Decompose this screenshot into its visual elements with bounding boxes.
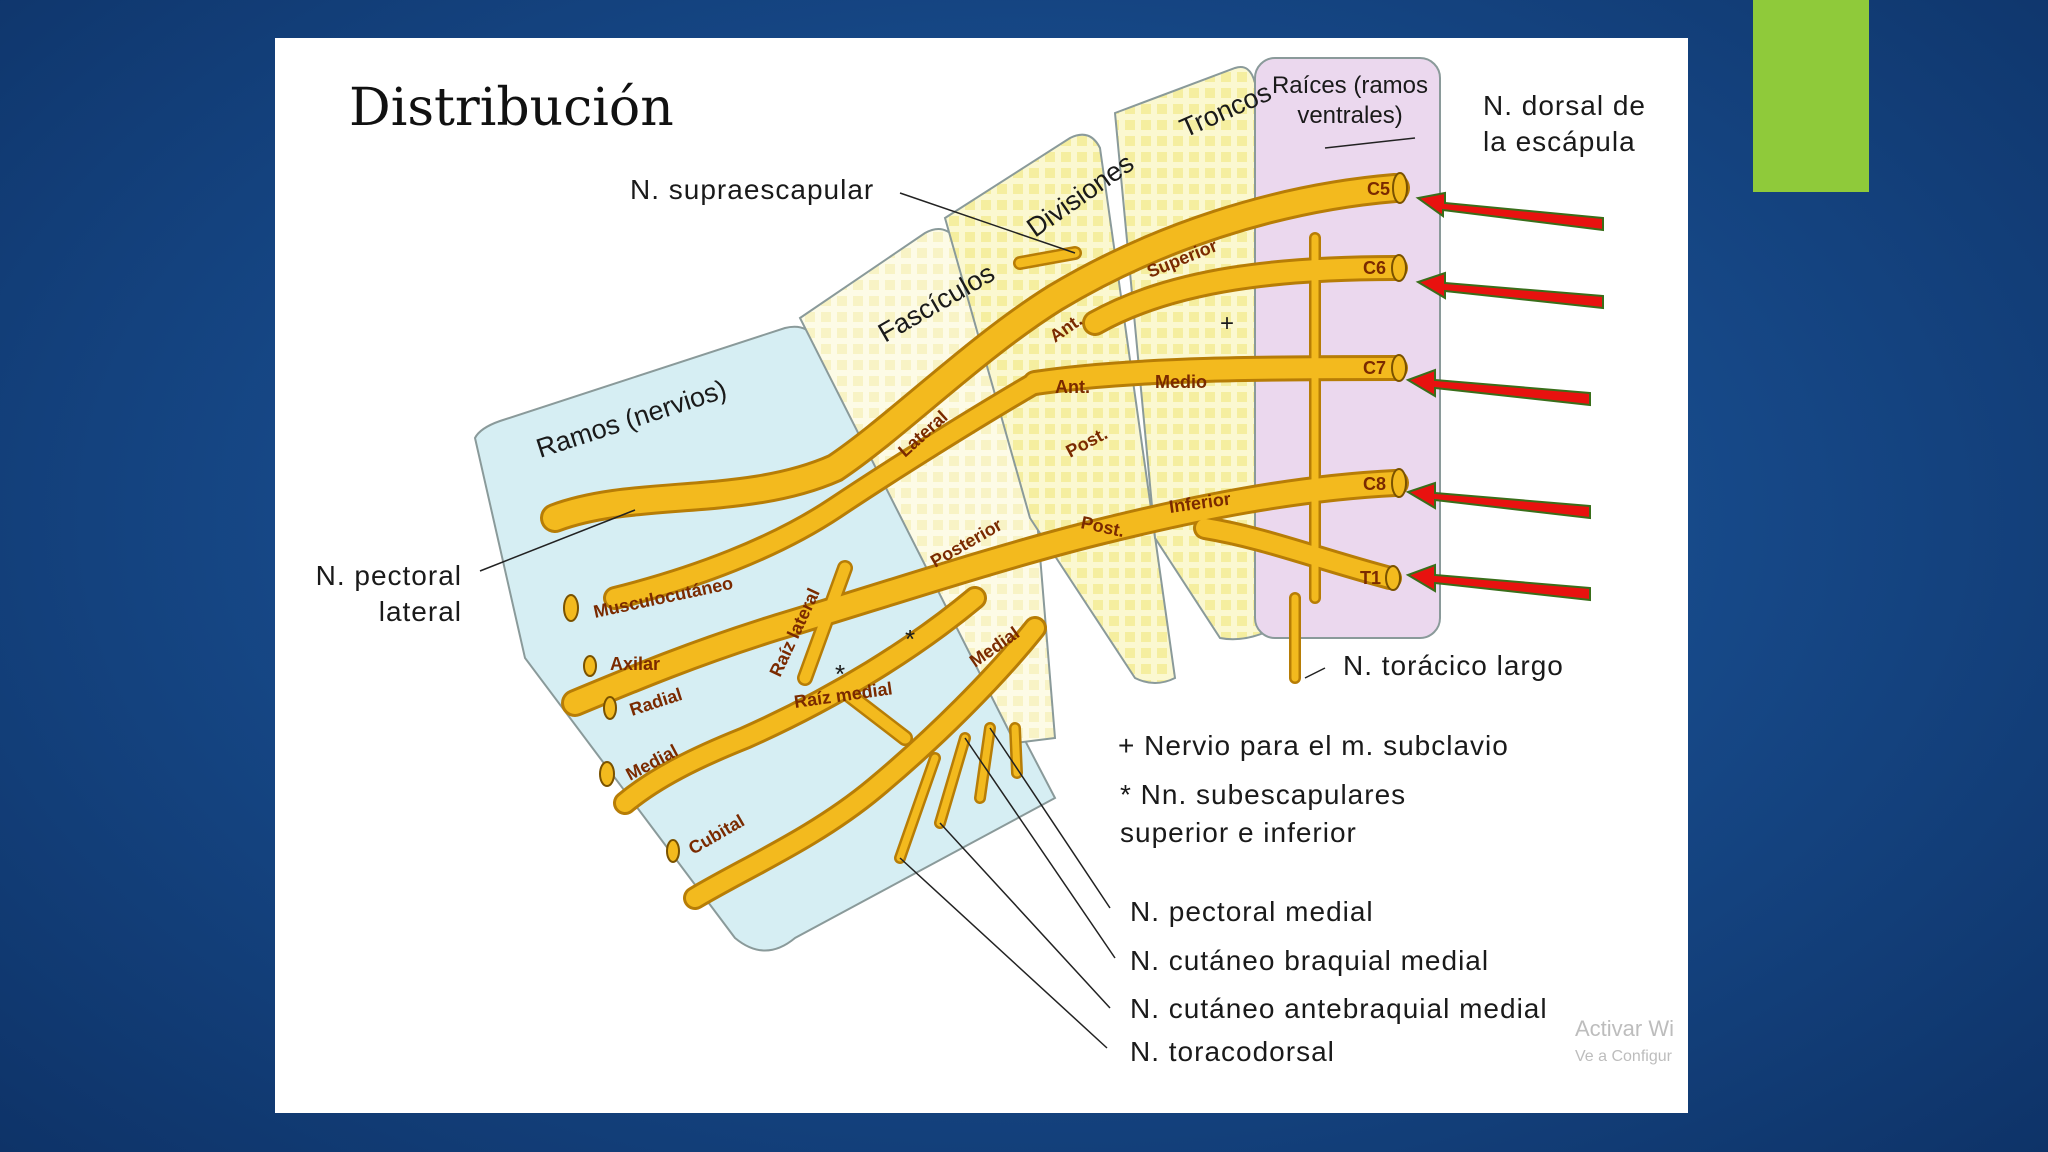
slide-title: Distribución (349, 78, 674, 138)
arrow-c6 (1415, 271, 1604, 310)
brachial-plexus-diagram: Raíces (ramos ventrales) Troncos Divisio… (473, 57, 1604, 1049)
root-t1: T1 (1360, 568, 1381, 588)
nerve-cut-ends (563, 172, 1408, 863)
callout-thoracodorsal: N. toracodorsal (1130, 1036, 1335, 1067)
accent-tab (1753, 0, 1869, 192)
callout-cutaneous-brachial: N. cutáneo braquial medial (1130, 945, 1490, 976)
nerve-fill (543, 176, 1407, 907)
arrow-c7 (1405, 368, 1591, 407)
legend-plus: + Nervio para el m. subclavio (1118, 730, 1509, 761)
callout-cutaneous-antebrachial: N. cutáneo antebraquial medial (1130, 993, 1548, 1024)
callout-lines (479, 137, 1416, 1049)
root-c5: C5 (1367, 179, 1390, 199)
callout-dorsal-scapular: N. dorsal de la escápula (1483, 90, 1646, 157)
band-label-roots-2: ventrales) (1297, 102, 1402, 129)
slide-content: Distribución (275, 38, 1688, 1113)
division-ant-2: Ant. (1055, 377, 1090, 397)
arrow-c8 (1405, 481, 1591, 520)
arrow-c5 (1415, 191, 1604, 232)
callout-long-thoracic: N. torácico largo (1343, 650, 1564, 681)
band-label-roots-1: Raíces (ramos (1272, 72, 1428, 99)
legend-star: * Nn. subescapulares superior e inferior (1120, 779, 1407, 848)
red-arrows (1405, 191, 1604, 602)
arrow-t1 (1405, 563, 1591, 602)
watermark-line-2: Ve a Configur (1575, 1048, 1672, 1065)
watermark-line-1: Activar Wi (1575, 1016, 1674, 1041)
callout-suprascapular: N. supraescapular (630, 174, 875, 205)
star-mark-1: * (835, 659, 845, 689)
branch-axilar: Axilar (610, 654, 660, 674)
plus-mark: + (1220, 310, 1234, 337)
trunk-medio: Medio (1155, 372, 1207, 392)
root-c7: C7 (1363, 358, 1386, 378)
callout-pectoral-lateral: N. pectoral lateral (315, 560, 462, 627)
root-c8: C8 (1363, 474, 1386, 494)
root-c6: C6 (1363, 258, 1386, 278)
callout-pectoral-medial: N. pectoral medial (1130, 896, 1374, 927)
star-mark-2: * (905, 624, 915, 654)
